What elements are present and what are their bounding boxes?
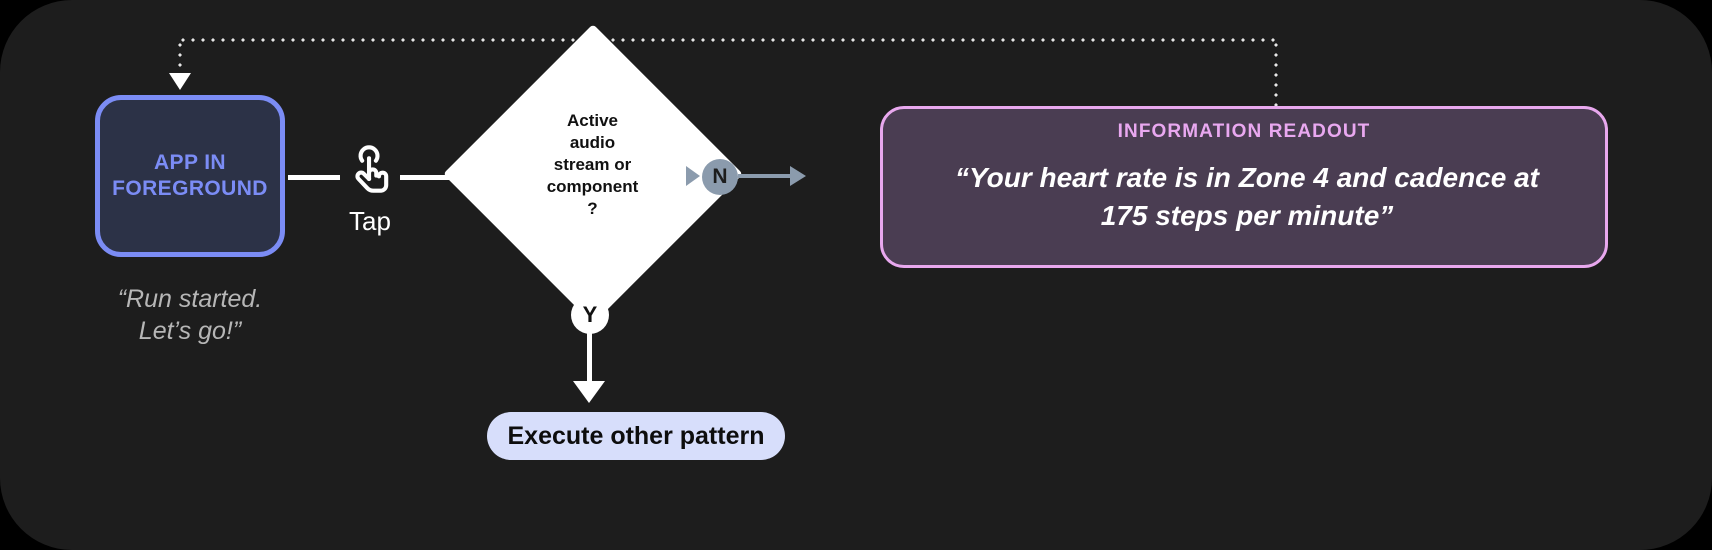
execute-other-pattern-node[interactable]: Execute other pattern: [487, 412, 785, 460]
feedback-loop-right-vertical: [1274, 40, 1278, 108]
information-readout-body-line2: 175 steps per minute”: [1100, 199, 1394, 231]
information-readout-body: “Your heart rate is in Zone 4 and cadenc…: [923, 159, 1571, 235]
execute-other-pattern-label: Execute other pattern: [507, 421, 765, 450]
information-readout-panel[interactable]: INFORMATION READOUT “Your heart rate is …: [880, 106, 1608, 268]
yes-branch-connector-bottom: [587, 333, 592, 385]
app-node-label-line1: APP IN: [153, 151, 227, 175]
app-in-foreground-node[interactable]: APP IN FOREGROUND: [95, 95, 285, 257]
yes-branch-connector-top: [587, 282, 592, 298]
no-branch-badge: N: [702, 159, 738, 195]
decision-label-line2: audio: [569, 133, 616, 153]
tap-label: Tap: [349, 206, 391, 236]
connector-tap-to-decision: [400, 175, 478, 180]
feedback-loop-arrowhead: [169, 73, 191, 90]
feedback-loop-horizontal: [178, 38, 1278, 42]
app-node-caption: “Run started. Let’s go!”: [60, 283, 320, 347]
information-readout-title: INFORMATION READOUT: [1117, 121, 1371, 142]
no-branch-arrowhead-left: [686, 166, 700, 186]
decision-label-line1: Active: [566, 111, 619, 130]
yes-branch-badge: Y: [571, 296, 609, 334]
no-branch-connector: [738, 174, 798, 178]
decision-label: Active audio stream or component ?: [505, 110, 680, 220]
decision-label-line4: component: [546, 177, 639, 197]
decision-label-line3: stream or: [553, 155, 632, 175]
no-branch-arrowhead-right: [790, 166, 806, 186]
feedback-loop-left-vertical: [178, 40, 182, 75]
app-node-label-line2: FOREGROUND: [112, 177, 268, 200]
app-node-caption-line2: Let’s go!”: [138, 317, 242, 345]
information-readout-body-line1: “Your heart rate is in Zone 4 and cadenc…: [954, 162, 1540, 193]
app-node-label: APP IN FOREGROUND: [112, 150, 268, 201]
decision-label-line5: ?: [587, 199, 598, 219]
yes-branch-arrowhead: [573, 381, 605, 403]
connector-app-to-tap: [288, 175, 340, 180]
app-node-caption-line1: “Run started.: [117, 285, 263, 313]
tap-icon: [338, 142, 402, 205]
